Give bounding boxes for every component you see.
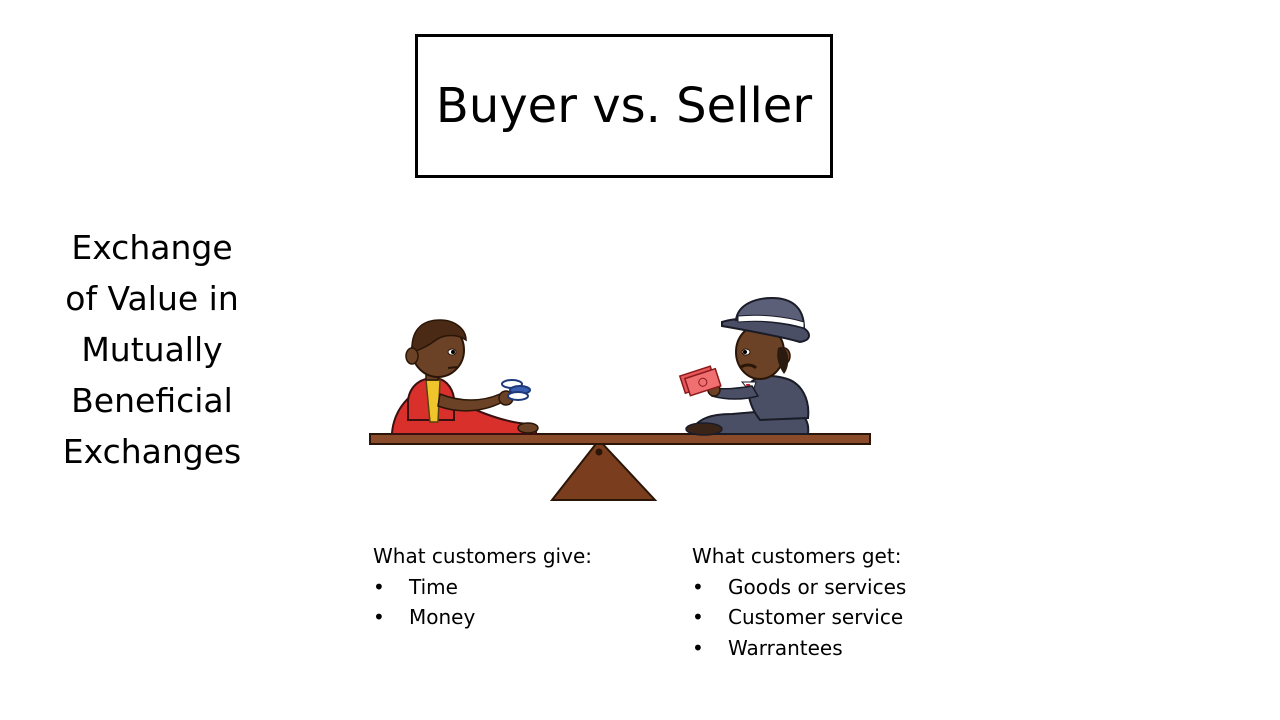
give-list-heading: What customers give: xyxy=(373,544,592,568)
plank-shape xyxy=(369,433,871,445)
bullet-icon: • xyxy=(692,605,704,629)
list-item: • Customer service xyxy=(692,602,906,633)
list-item: • Time xyxy=(373,572,592,603)
give-item-label: Money xyxy=(409,605,476,629)
list-item: • Warrantees xyxy=(692,633,906,664)
give-list: What customers give: • Time • Money xyxy=(373,541,592,633)
get-item-label: Goods or services xyxy=(728,574,907,599)
get-list-heading: What customers get: xyxy=(692,544,902,568)
list-item: • Goods or services xyxy=(692,572,906,603)
get-item-label: Customer service xyxy=(728,605,904,629)
list-item: • Money xyxy=(373,602,592,633)
buyer-figure xyxy=(391,319,539,435)
get-list: What customers get: • Goods or services •… xyxy=(692,541,906,663)
seesaw-exchange-illustration xyxy=(369,296,871,501)
side-heading: Exchange of Value in Mutually Beneficial… xyxy=(62,228,242,471)
title-box: Buyer vs. Seller xyxy=(415,34,833,178)
give-item-label: Time xyxy=(409,574,458,599)
bullet-icon: • xyxy=(692,574,704,599)
seller-figure xyxy=(678,296,810,436)
give-list-items: • Time • Money xyxy=(373,572,592,633)
bullet-icon: • xyxy=(692,635,704,660)
fulcrum-shape xyxy=(549,438,658,501)
bullet-icon: • xyxy=(373,605,385,629)
slide-title: Buyer vs. Seller xyxy=(435,78,813,134)
get-list-items: • Goods or services • Customer service • Wa… xyxy=(692,572,906,664)
bullet-icon: • xyxy=(373,574,385,599)
get-item-label: Warrantees xyxy=(728,635,843,660)
